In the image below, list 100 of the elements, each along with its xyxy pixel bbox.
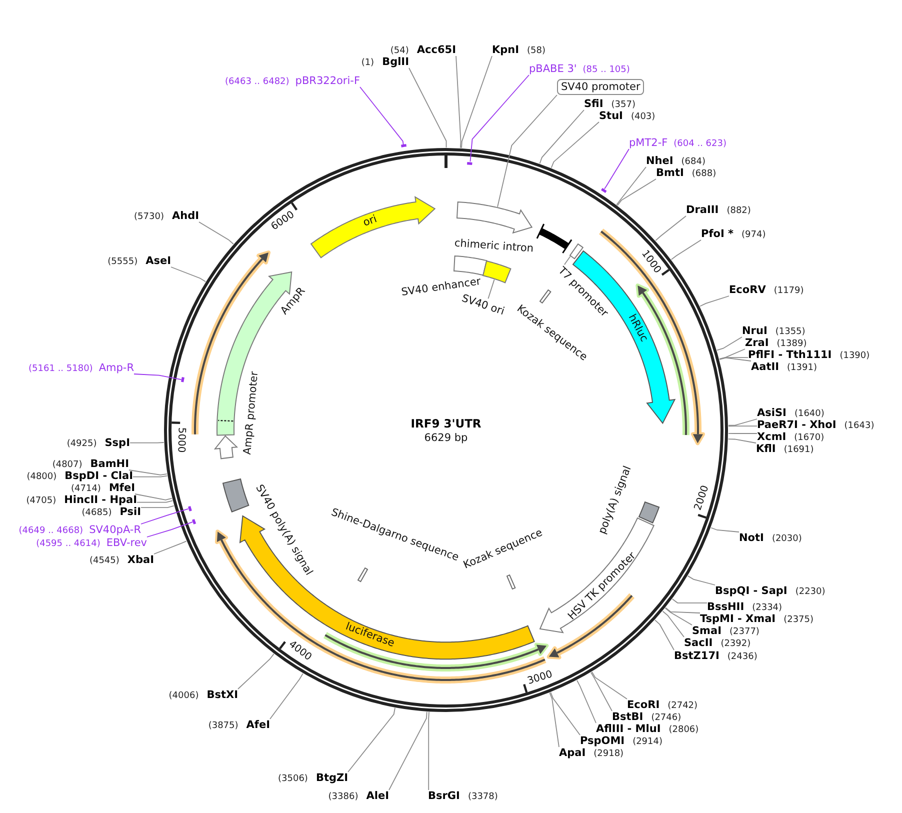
primer-label: (4649 .. 4668) SV40pA-R	[18, 524, 141, 536]
leader-line	[360, 86, 404, 146]
primer-label: pBABE 3' (85 .. 105)	[529, 63, 630, 75]
primer-label: (5161 .. 5180) Amp-R	[28, 362, 134, 374]
restriction-site-label: (4714) MfeI	[71, 482, 135, 494]
leader-line	[662, 610, 684, 638]
restriction-site-label: SacII (2392)	[684, 637, 751, 649]
restriction-site-label: NheI (684)	[646, 155, 706, 167]
restriction-site-label: PflFI - Tth111I (1390)	[748, 349, 870, 361]
restriction-site-label: DraIII (882)	[686, 204, 751, 216]
leader-line	[728, 426, 758, 427]
restriction-site-label: SmaI (2377)	[692, 625, 760, 637]
leader-line	[134, 374, 182, 380]
leader-line	[408, 68, 447, 148]
restriction-site-label: (3875) AfeI	[208, 719, 270, 731]
leader-line	[604, 148, 630, 190]
restriction-site-label: TspMI - XmaI (2375)	[700, 613, 814, 625]
leader-line	[140, 508, 189, 524]
primer-mark	[186, 504, 193, 512]
leader-line	[616, 166, 646, 206]
leader-line	[687, 576, 716, 586]
leader-line	[470, 74, 530, 162]
feature-label: chimeric intron	[454, 237, 534, 255]
feature-label: AmpR promoter	[241, 370, 260, 455]
restriction-site-label: NotI (2030)	[739, 532, 802, 544]
restriction-site-label: BssHII (2334)	[707, 601, 782, 613]
restriction-site-label: (54) Acc65I	[390, 44, 456, 56]
leader-line	[670, 240, 702, 260]
leader-line	[238, 654, 274, 690]
leader-line	[198, 222, 234, 244]
restriction-site-label: PaeR7I - XhoI (1643)	[757, 419, 874, 431]
restriction-site-label: (4705) HincII - HpaI	[26, 494, 137, 506]
restriction-site-label: XcmI (1670)	[757, 431, 824, 443]
restriction-site-label: (5555) AseI	[108, 255, 171, 267]
restriction-site-label: (4006) BstXI	[168, 689, 238, 701]
primer-label: (4595 .. 4614) EBV-rev	[36, 537, 147, 549]
leader-line	[348, 707, 396, 772]
leader-line	[140, 505, 174, 508]
leader-line	[461, 56, 492, 148]
leader-line	[719, 357, 752, 362]
leader-line	[154, 540, 187, 554]
restriction-site-label: (3386) AleI	[328, 790, 389, 802]
restriction-site-label: ZraI (1389)	[745, 337, 807, 349]
leader-line	[564, 256, 571, 266]
restriction-site-label: BstBI (2746)	[612, 711, 682, 723]
restriction-site-label: EcoRI (2742)	[627, 699, 698, 711]
tick-label: 3000	[526, 668, 554, 687]
leader-line	[136, 500, 173, 503]
leader-line	[488, 279, 495, 300]
restriction-site-label: BstZ17I (2436)	[674, 650, 758, 662]
leader-line	[134, 494, 172, 500]
restriction-site-label: KpnI (58)	[492, 44, 546, 56]
primer-mark	[600, 186, 608, 194]
restriction-site-label: SfiI (357)	[584, 98, 636, 110]
leader-line	[728, 438, 756, 444]
restriction-site-label: AatII (1391)	[751, 361, 817, 373]
primer-mark	[191, 518, 198, 526]
leader-line	[132, 475, 168, 478]
leader-line	[718, 348, 746, 360]
leader-line	[497, 94, 558, 208]
restriction-site-label: KflI (1691)	[756, 443, 814, 455]
plasmid-title: IRF9 3'UTR	[410, 418, 482, 430]
promoter-feature	[456, 201, 533, 234]
restriction-site-label: EcoRV (1179)	[729, 284, 804, 296]
feature-callout-label: SV40 promoter	[557, 79, 644, 95]
leader-line	[728, 432, 758, 434]
restriction-site-label: PfoI * (974)	[701, 228, 766, 240]
leader-line	[550, 692, 580, 736]
restriction-site-label: AflIII - MluI (2806)	[596, 723, 699, 735]
leader-line	[456, 56, 462, 148]
restriction-site-label: AsiSI (1640)	[757, 407, 824, 419]
restriction-site-label: (4545) XbaI	[89, 554, 154, 566]
leader-line	[170, 266, 206, 282]
restriction-site-label: NruI (1355)	[742, 325, 806, 337]
leader-line	[550, 122, 600, 168]
tick-label: 2000	[692, 484, 712, 512]
leader-line	[591, 671, 628, 700]
leader-line	[716, 336, 742, 351]
restriction-site-label: (3506) BtgZI	[278, 772, 348, 784]
primer-label: pMT2-F (604 .. 623)	[629, 137, 726, 149]
leader-line	[549, 692, 560, 748]
restriction-site-label: (4925) SspI	[66, 437, 130, 449]
leader-line	[700, 296, 730, 307]
leader-line	[617, 178, 656, 206]
leader-line	[664, 608, 692, 626]
leader-line	[665, 607, 700, 614]
leader-line	[719, 357, 748, 360]
restriction-site-label: BmtI (688)	[656, 167, 716, 179]
leader-line	[539, 110, 584, 164]
leader-line	[655, 216, 686, 242]
restriction-site-label: PspOMI (2914)	[580, 735, 662, 747]
primer-label: (6463 .. 6482) pBR322ori-F	[225, 75, 360, 87]
leader-line	[710, 527, 740, 532]
restriction-site-label: BsrGI (3378)	[428, 790, 498, 802]
restriction-site-label: BspQI - SapI (2230)	[715, 585, 826, 597]
restriction-site-label: (4800) BspDI - ClaI	[26, 470, 133, 482]
primer-mark	[466, 160, 474, 166]
leader-line	[428, 712, 430, 790]
restriction-site-label: ApaI (2918)	[559, 747, 624, 759]
leader-line	[590, 672, 612, 712]
